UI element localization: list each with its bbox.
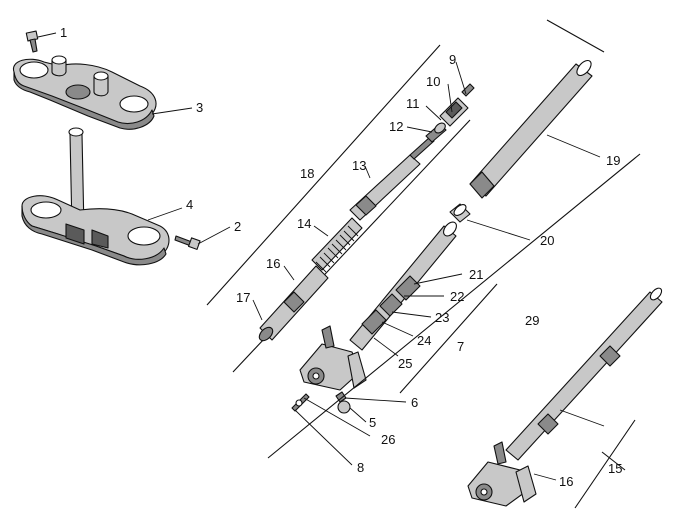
bolt-2 [174, 235, 201, 250]
upper-triple-clamp [13, 55, 157, 130]
callout-25: 25 [398, 356, 412, 371]
callout-labels: 1 2 3 4 5 6 7 8 9 10 11 12 13 14 15 16 1… [60, 25, 622, 489]
callout-12: 12 [389, 119, 403, 134]
small-parts [291, 391, 351, 414]
callout-21: 21 [469, 267, 483, 282]
bracket-7 [399, 283, 498, 394]
bolt-1 [25, 30, 39, 53]
callout-10: 10 [426, 74, 440, 89]
callout-29: 29 [525, 313, 539, 328]
callout-3: 3 [196, 100, 203, 115]
callout-17: 17 [236, 290, 250, 305]
callout-6: 6 [411, 395, 418, 410]
outer-tube [469, 59, 593, 199]
bracket-18 [206, 44, 471, 373]
callout-13: 13 [352, 158, 366, 173]
spring-14 [311, 217, 363, 273]
callout-4: 4 [186, 197, 193, 212]
leader-lines [37, 32, 605, 481]
callout-16b: 16 [559, 474, 573, 489]
spring-tube [258, 265, 329, 342]
complete-fork-leg [505, 287, 663, 461]
callout-2: 2 [234, 219, 241, 234]
callout-22: 22 [450, 289, 464, 304]
lower-triple-clamp [21, 195, 170, 266]
callout-15: 15 [608, 461, 622, 476]
callout-24: 24 [417, 333, 431, 348]
callout-23: 23 [435, 310, 449, 325]
damper-cartridge [349, 136, 435, 221]
callout-8: 8 [357, 460, 364, 475]
callout-9: 9 [449, 52, 456, 67]
callout-26: 26 [381, 432, 395, 447]
callout-5: 5 [369, 415, 376, 430]
callout-1: 1 [60, 25, 67, 40]
bracket-29 [267, 19, 641, 459]
fork-foot-7 [299, 325, 367, 391]
callout-11: 11 [406, 96, 420, 111]
inner-tube [349, 221, 457, 351]
bracket-15 [574, 419, 636, 509]
callout-20: 20 [540, 233, 554, 248]
fork-foot-15 [467, 441, 537, 507]
bushing-20 [449, 203, 471, 223]
callout-19: 19 [606, 153, 620, 168]
callout-18: 18 [300, 166, 314, 181]
callout-7: 7 [457, 339, 464, 354]
valve-parts [425, 83, 475, 143]
callout-14: 14 [297, 216, 311, 231]
callout-16a: 16 [266, 256, 280, 271]
